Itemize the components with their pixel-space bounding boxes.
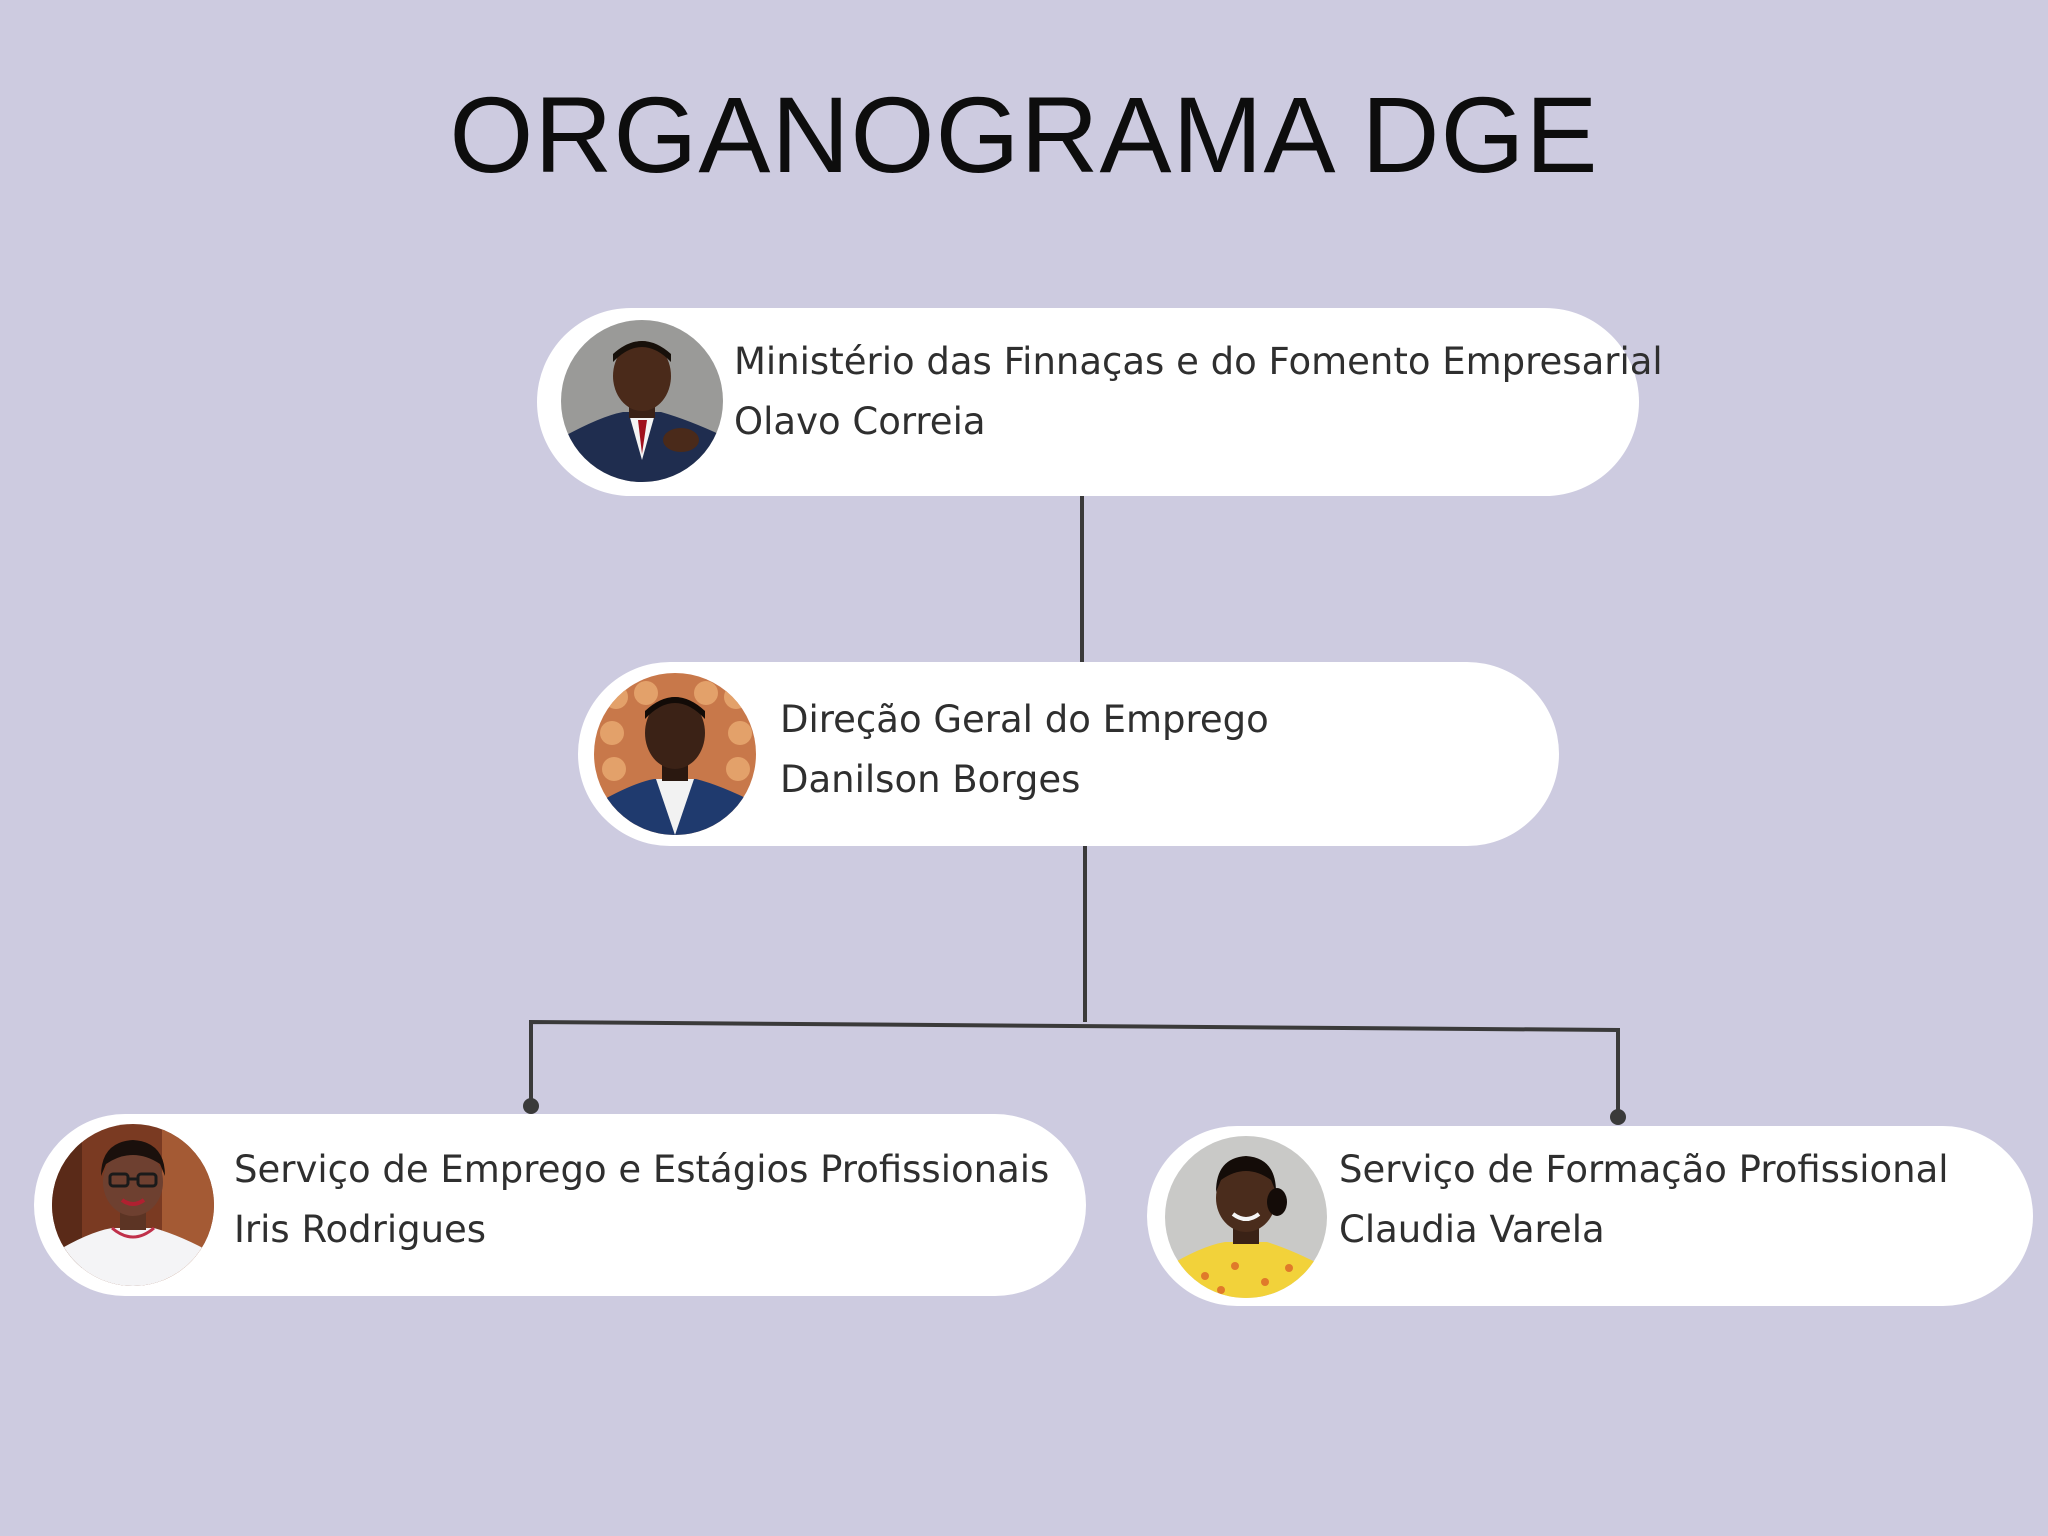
node-unit-label: Ministério das Finnaças e do Fomento Emp… xyxy=(734,340,1663,383)
connector-dot-right xyxy=(1610,1109,1626,1125)
person-photo-iris-rodrigues xyxy=(52,1124,214,1286)
connector-branch xyxy=(529,1019,1620,1116)
person-photo-danilson-borges xyxy=(594,673,756,835)
node-person-name: Claudia Varela xyxy=(1339,1208,1605,1251)
org-node-ministerio: Ministério das Finnaças e do Fomento Emp… xyxy=(537,308,1663,496)
org-node-dge: Direção Geral do Emprego Danilson Borges xyxy=(578,662,1559,846)
org-node-sfp: Serviço de Formação Profissional Claudia… xyxy=(1147,1126,2033,1306)
node-unit-label: Direção Geral do Emprego xyxy=(780,698,1269,741)
org-node-seep: Serviço de Emprego e Estágios Profission… xyxy=(34,1114,1086,1296)
node-person-name: Olavo Correia xyxy=(734,400,986,443)
node-unit-label: Serviço de Formação Profissional xyxy=(1339,1148,1949,1191)
person-photo-olavo-correia xyxy=(561,320,723,482)
node-person-name: Iris Rodrigues xyxy=(234,1208,487,1251)
page-title: ORGANOGRAMA DGE xyxy=(449,74,1599,195)
person-photo-claudia-varela xyxy=(1165,1136,1327,1298)
node-unit-label: Serviço de Emprego e Estágios Profission… xyxy=(234,1148,1050,1191)
node-person-name: Danilson Borges xyxy=(780,758,1081,801)
connector-dot-left xyxy=(523,1098,539,1114)
